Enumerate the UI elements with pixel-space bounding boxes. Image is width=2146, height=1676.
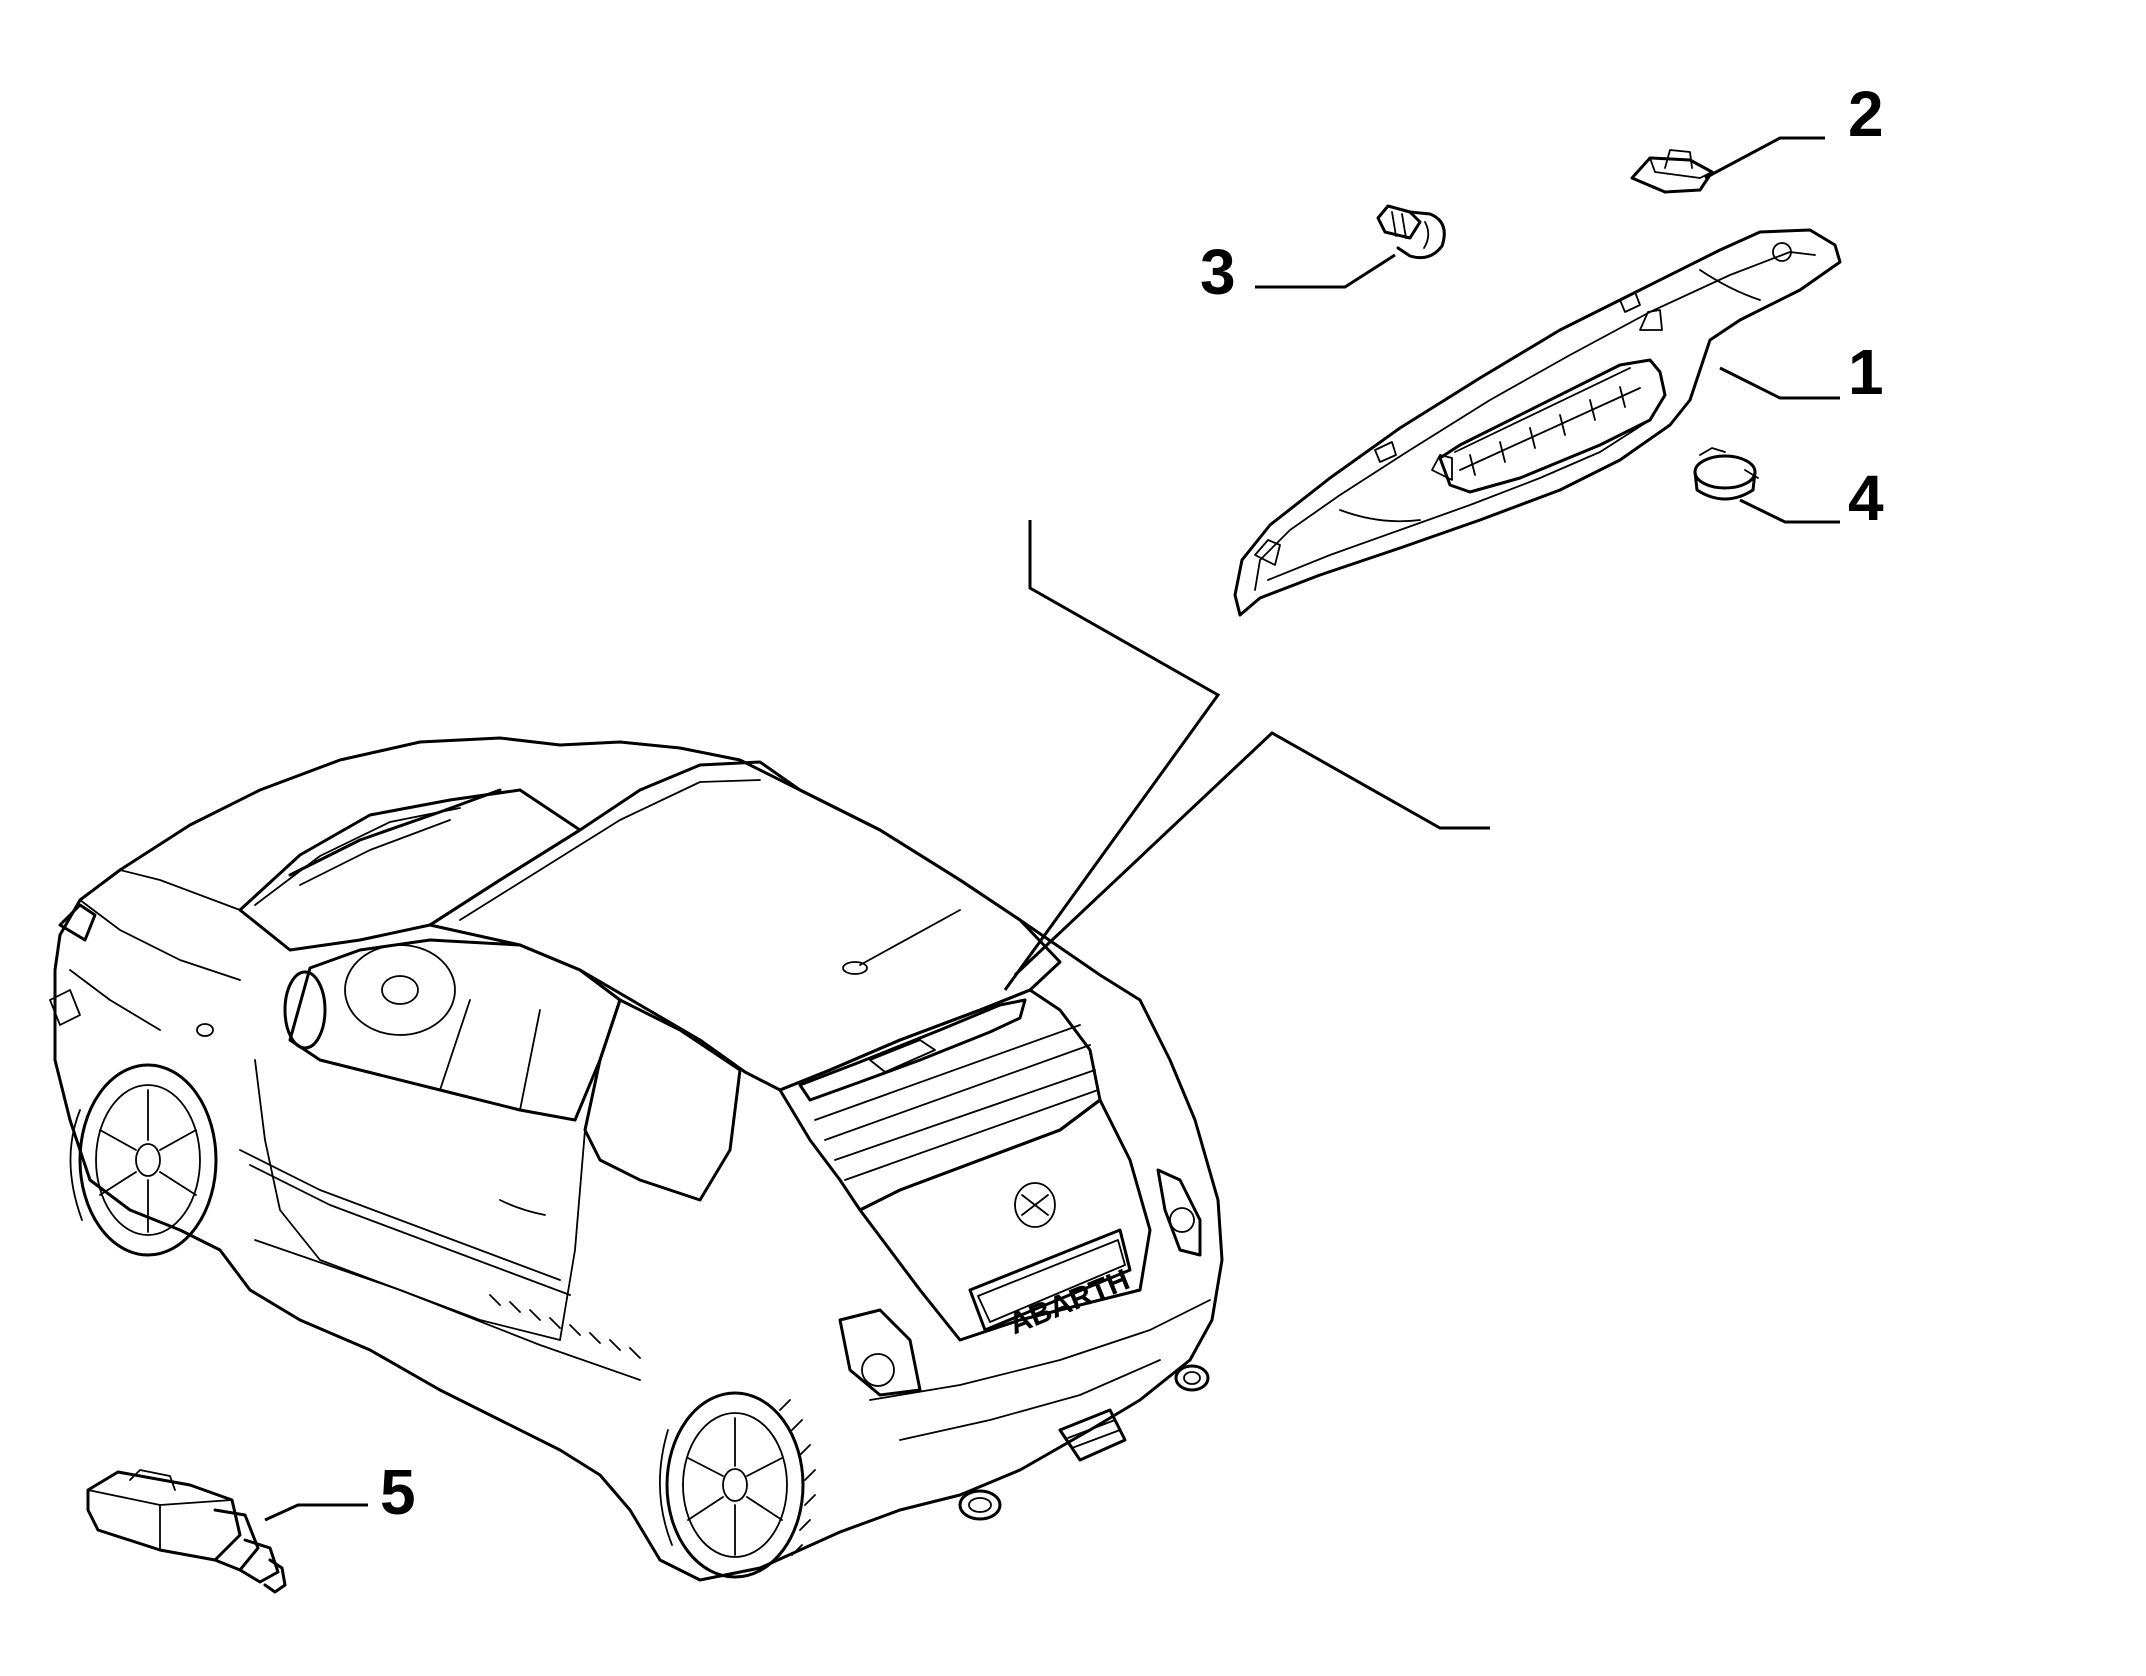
explode-line-right — [1013, 731, 1490, 977]
leader-3 — [1255, 253, 1396, 289]
brake-switch-part — [86, 1469, 287, 1594]
callout-5: 5 — [380, 1456, 416, 1528]
leader-1 — [1719, 366, 1840, 400]
leader-5 — [264, 1503, 368, 1522]
leader-2 — [1704, 136, 1825, 180]
car-drawing: ABARTH — [49, 736, 1224, 1582]
plate-badge-text: ABARTH — [1004, 1263, 1134, 1341]
brake-light-assembly — [1233, 228, 1842, 617]
explode-line-left — [1003, 520, 1221, 991]
callout-3: 3 — [1200, 236, 1236, 308]
leader-4 — [1739, 498, 1840, 524]
callout-4: 4 — [1848, 462, 1884, 534]
leader-lines — [264, 136, 1840, 1522]
cap-part — [1693, 447, 1759, 501]
clip-part — [1630, 149, 1714, 194]
callout-2: 2 — [1848, 78, 1884, 150]
callout-1: 1 — [1848, 336, 1884, 408]
bulb-part — [1376, 204, 1446, 260]
